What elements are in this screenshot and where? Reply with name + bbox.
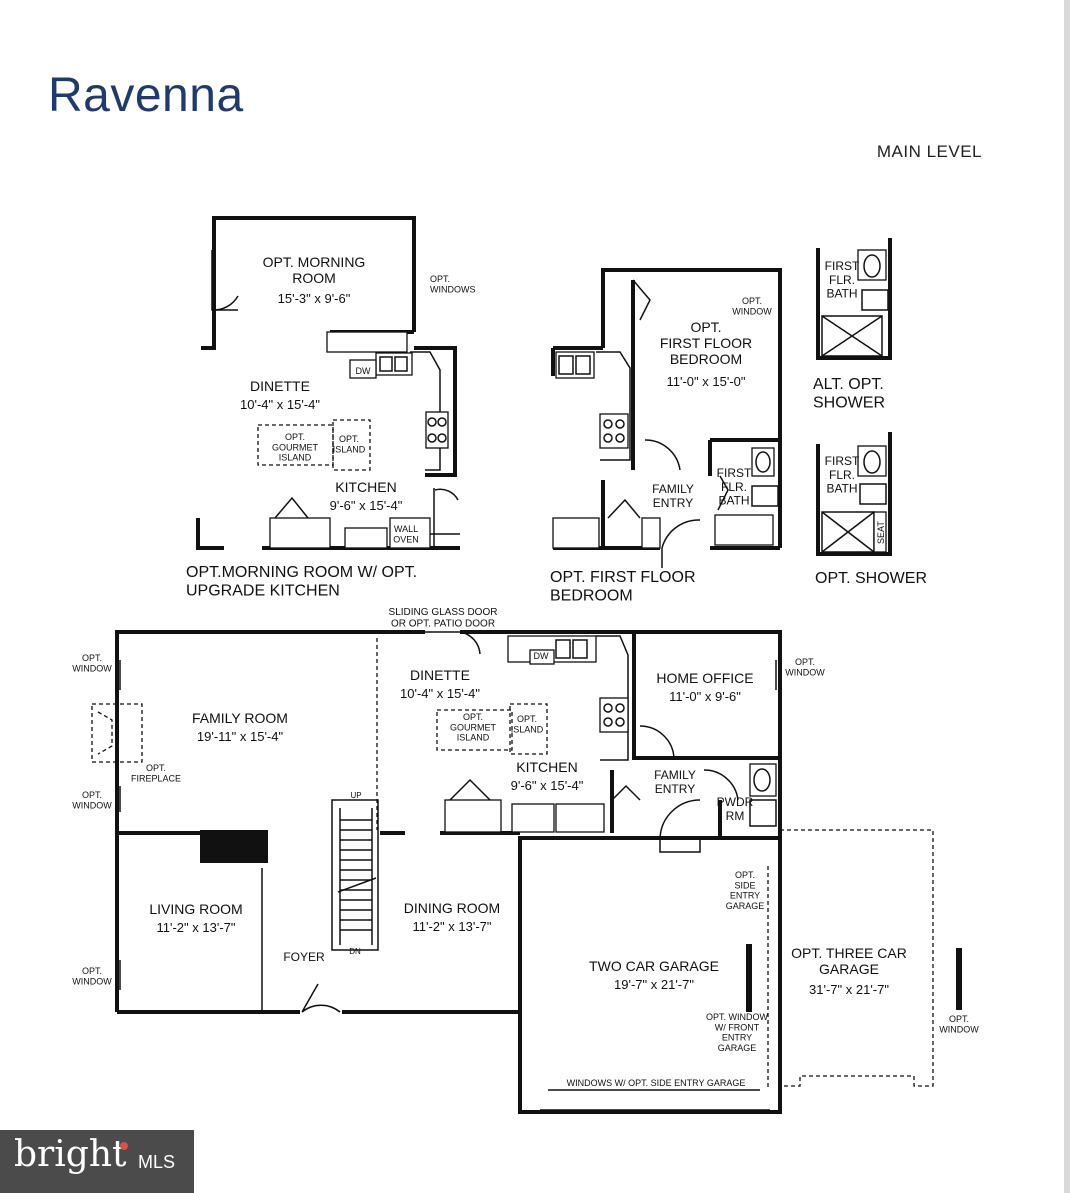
kitchen-dims: 9'-6" x 15'-4" [511, 778, 584, 793]
stair-down-label: DN [349, 947, 361, 956]
bedroom-dims: 11'-0" x 15'-0" [667, 374, 746, 389]
stair-treads [340, 819, 372, 931]
seat-label: SEAT [876, 521, 886, 544]
three-car-dims: 31'-7" x 21'-7" [809, 982, 889, 997]
family-window-bottom-label: OPT.WINDOW [72, 790, 112, 810]
dinette-label: DINETTE [410, 667, 470, 683]
logo-wordmark: bright [14, 1134, 127, 1175]
plan-title: Ravenna [48, 69, 244, 122]
garage-label: TWO CAR GARAGE [589, 958, 719, 974]
dining-room-dims: 11'-2" x 13'-7" [413, 919, 492, 934]
alt-shower-caption: ALT. OPT.SHOWER [813, 376, 885, 411]
fireplace-label: OPT.FIREPLACE [131, 763, 181, 783]
island-label: OPT.ISLAND [511, 714, 544, 734]
alt-shower-option [816, 238, 892, 360]
tl-dinette-dims: 10'-4" x 15'-4" [240, 397, 320, 412]
morning-windows-label: OPT.WINDOWS [430, 274, 476, 294]
tl-dw-label: DW [356, 366, 371, 376]
office-window-label: OPT.WINDOW [785, 657, 825, 677]
logo-dot-icon [120, 1142, 128, 1150]
living-window-label: OPT.WINDOW [72, 966, 112, 986]
garage-dims: 19'-7" x 21'-7" [614, 977, 694, 992]
home-office-dims: 11'-0" x 9'-6" [669, 689, 741, 704]
first-floor-bedroom-option [551, 268, 782, 568]
stair-up-label: UP [350, 791, 361, 800]
morning-room-dims: 15'-3" x 9'-6" [278, 291, 351, 306]
garage-window-label: OPT.WINDOW [939, 1014, 979, 1034]
opt-shower-option [816, 432, 892, 556]
main-level-plan [91, 630, 962, 1114]
living-room-dims: 11'-2" x 13'-7" [157, 920, 236, 935]
morning-room-option [196, 216, 460, 550]
logo-suffix: MLS [138, 1152, 176, 1172]
home-office-label: HOME OFFICE [656, 670, 753, 686]
living-room-label: LIVING ROOM [149, 901, 242, 917]
opt-shower-caption: OPT. SHOWER [815, 570, 927, 587]
dining-room-label: DINING ROOM [404, 900, 500, 916]
kitchen-label: KITCHEN [516, 759, 577, 775]
page-edge [1064, 0, 1070, 1193]
level-label: MAIN LEVEL [876, 142, 982, 161]
family-window-top-label: OPT.WINDOW [72, 653, 112, 673]
bedroom-window-label: OPT.WINDOW [732, 296, 772, 316]
tl-kitchen-label: KITCHEN [335, 479, 396, 495]
foyer-label: FOYER [283, 950, 325, 964]
tl-kitchen-dims: 9'-6" x 15'-4" [330, 498, 403, 513]
dw-label: DW [534, 651, 549, 661]
dinette-dims: 10'-4" x 15'-4" [400, 686, 480, 701]
bright-mls-logo: bright MLS [0, 1130, 194, 1193]
family-room-dims: 19'-11" x 15'-4" [197, 729, 284, 744]
tl-island-label: OPT.ISLAND [333, 434, 366, 454]
family-room-label: FAMILY ROOM [192, 710, 288, 726]
side-entry-windows-label: WINDOWS W/ OPT. SIDE ENTRY GARAGE [567, 1078, 746, 1088]
morning-room-caption: OPT.MORNING ROOM W/ OPT.UPGRADE KITCHEN [186, 564, 417, 599]
tl-dinette-label: DINETTE [250, 378, 310, 394]
